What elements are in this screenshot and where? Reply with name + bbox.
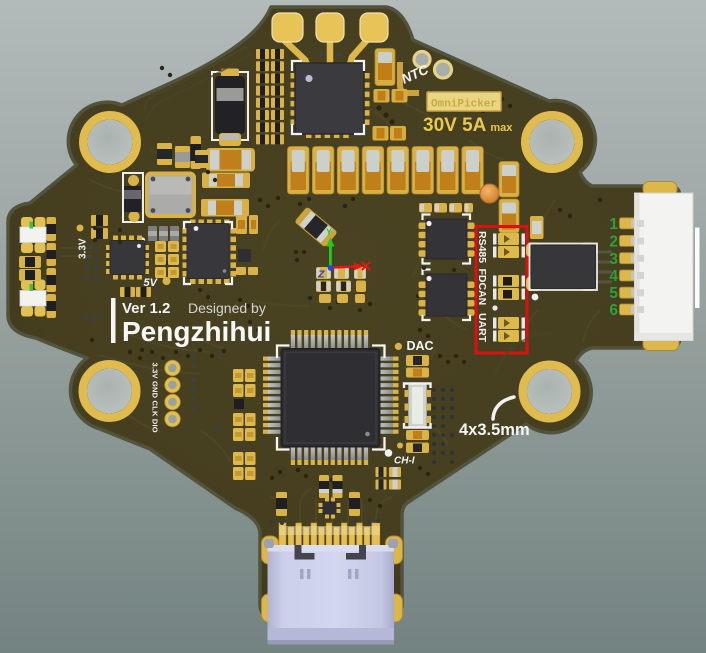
- svg-text:6: 6: [609, 302, 618, 319]
- svg-text:UART: UART: [476, 313, 488, 343]
- svg-text:3: 3: [609, 251, 618, 268]
- svg-text:DAC: DAC: [407, 339, 434, 353]
- svg-text:5: 5: [609, 285, 618, 302]
- svg-text:OmniPicker: OmniPicker: [431, 99, 497, 111]
- svg-text:3.3V GND CLK DIO: 3.3V GND CLK DIO: [151, 363, 160, 433]
- svg-text:Z: Z: [317, 269, 325, 281]
- svg-text:Pengzhihui: Pengzhihui: [122, 316, 271, 347]
- svg-text:1: 1: [609, 216, 618, 233]
- svg-text:3.3V: 3.3V: [78, 238, 89, 259]
- svg-text:4: 4: [609, 268, 618, 285]
- svg-text:Ver 1.2: Ver 1.2: [122, 300, 170, 317]
- svg-text:Designed by: Designed by: [188, 300, 266, 316]
- svg-text:CH-I: CH-I: [394, 456, 415, 467]
- svg-text:FDCAN: FDCAN: [476, 269, 488, 306]
- svg-text:RS485: RS485: [476, 231, 488, 263]
- svg-text:Y: Y: [326, 227, 332, 237]
- svg-text:4x3.5mm: 4x3.5mm: [459, 421, 530, 439]
- svg-text:5V: 5V: [144, 277, 159, 289]
- svg-text:2: 2: [609, 234, 618, 251]
